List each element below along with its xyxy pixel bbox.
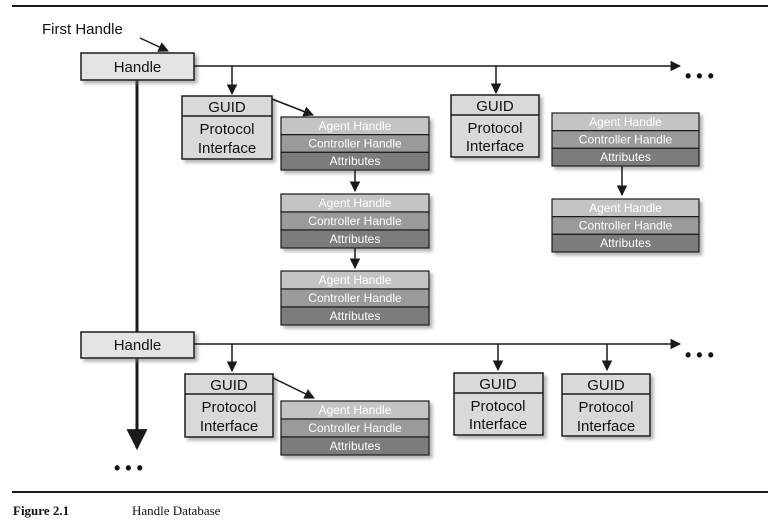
attributes-row (280, 436, 430, 456)
protocol-label: Protocol (578, 399, 633, 416)
protocol-box-1 (181, 95, 273, 160)
guid-label: GUID (208, 99, 246, 116)
interface-label: Interface (198, 140, 256, 157)
handle-1-label: Handle (114, 59, 162, 76)
ellipsis-handle-2: • • • (685, 345, 714, 365)
attributes-label: Attributes (600, 150, 651, 164)
controller-handle-label: Controller Handle (308, 214, 402, 228)
handle-box-1 (80, 52, 195, 81)
protocol-box-2 (450, 94, 540, 158)
controller-handle-label: Controller Handle (308, 137, 402, 151)
agent-handle-label: Agent Handle (319, 403, 392, 417)
guid-label: GUID (476, 98, 514, 115)
agent-handle-label: Agent Handle (319, 119, 392, 133)
protocol-label: Protocol (201, 399, 256, 416)
handle-2-label: Handle (114, 337, 162, 354)
guid-label: GUID (210, 377, 248, 394)
attributes-label: Attributes (600, 236, 651, 250)
interface-label: Interface (577, 418, 635, 435)
interface-label: Interface (466, 138, 524, 155)
interface-label: Interface (469, 416, 527, 433)
protocol-label: Protocol (199, 121, 254, 138)
guid-label: GUID (587, 377, 625, 394)
agent-handle-label: Agent Handle (589, 201, 662, 215)
controller-handle-label: Controller Handle (579, 133, 673, 147)
guid-label: GUID (479, 376, 517, 393)
protocol-box-4 (453, 372, 544, 436)
attributes-label: Attributes (330, 439, 381, 453)
protocol-label: Protocol (470, 398, 525, 415)
attributes-row (551, 233, 700, 253)
controller-handle-label: Controller Handle (308, 291, 402, 305)
figure-number: Figure 2.1 (13, 503, 69, 518)
agent-handle-label: Agent Handle (319, 273, 392, 287)
protocol-box-5 (561, 373, 651, 437)
first-handle-label: First Handle (42, 21, 123, 38)
arrow-to-open-list-1 (271, 98, 314, 117)
ellipsis-handle-1: • • • (685, 66, 714, 86)
attributes-row (280, 306, 430, 326)
protocol-box-3 (184, 373, 274, 438)
handle-box-2 (80, 331, 195, 359)
ellipsis-bottom: • • • (114, 458, 143, 478)
first-handle-pointer (139, 37, 169, 52)
attributes-row (551, 147, 700, 167)
attributes-label: Attributes (330, 232, 381, 246)
controller-handle-label: Controller Handle (579, 219, 673, 233)
figure-title: Handle Database (132, 503, 221, 518)
attributes-label: Attributes (330, 154, 381, 168)
controller-handle-label: Controller Handle (308, 421, 402, 435)
agent-handle-label: Agent Handle (319, 196, 392, 210)
interface-label: Interface (200, 418, 258, 435)
protocol-label: Protocol (467, 120, 522, 137)
agent-handle-label: Agent Handle (589, 115, 662, 129)
arrow-to-open-list-3 (272, 377, 315, 399)
attributes-label: Attributes (330, 309, 381, 323)
